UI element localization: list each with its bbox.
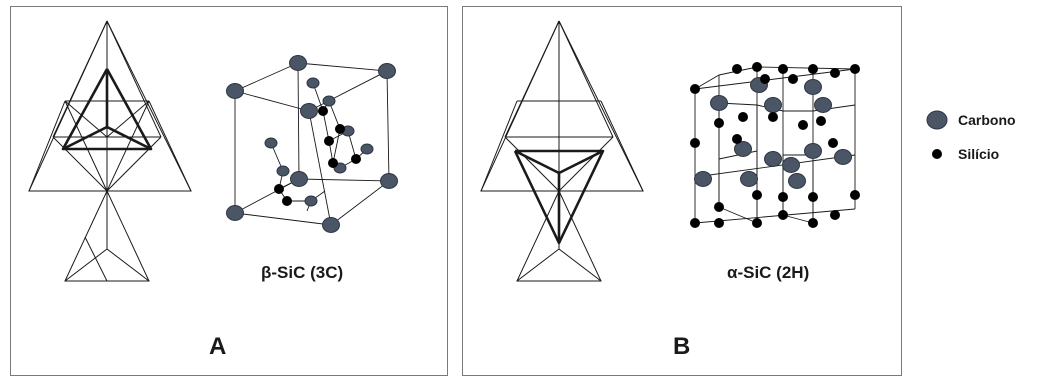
tetrahedra-stack-diagram-b: [480, 20, 644, 282]
cell-edge: [756, 66, 856, 70]
silicon-atom: [830, 210, 840, 220]
carbon-atom: [360, 143, 374, 155]
carbon-atom: [788, 173, 806, 189]
silicon-atom: [732, 64, 742, 74]
legend-label-silicon: Silício: [958, 146, 1000, 162]
cell-edge: [297, 62, 388, 72]
panel-a: β-SiC (3C) A: [10, 6, 448, 376]
cell-edge: [297, 62, 300, 180]
carbon-atom: [694, 171, 712, 187]
panel-b: α-SiC (2H) B: [462, 6, 902, 376]
carbon-atom: [710, 95, 728, 111]
bond-line: [332, 128, 341, 164]
carbon-atom: [380, 173, 398, 189]
legend: Carbono Silício: [926, 108, 1016, 176]
cell-edge: [234, 90, 310, 112]
silicon-atom: [778, 64, 788, 74]
silicon-atom: [690, 138, 700, 148]
cell-edge: [330, 180, 390, 226]
carbon-atom: [378, 63, 396, 79]
cell-edge: [718, 206, 758, 224]
carbon-atom: [764, 97, 782, 113]
silicon-atom: [335, 124, 345, 134]
silicon-atom: [282, 196, 292, 206]
silicon-atom: [830, 68, 840, 78]
panel-a-letter: A: [209, 333, 227, 360]
carbon-atom: [226, 83, 244, 99]
silicon-atom: [714, 118, 724, 128]
beta-sic-crystal-cell: [226, 55, 398, 233]
carbon-atom: [834, 149, 852, 165]
panel-b-letter: B: [673, 333, 691, 360]
silicon-atom: [828, 138, 838, 148]
carbon-atom: [289, 55, 307, 71]
silicon-atom: [760, 74, 770, 84]
carbon-atom: [300, 103, 318, 119]
legend-item-silicon: Silício: [926, 142, 1016, 166]
silicon-atom: [752, 190, 762, 200]
silicon-atom: [778, 210, 788, 220]
silicon-atom-icon: [932, 149, 942, 159]
silicon-atom: [732, 134, 742, 144]
silicon-atom: [808, 64, 818, 74]
carbon-atom: [306, 77, 320, 89]
silicon-atom: [788, 74, 798, 84]
cell-edge: [386, 70, 390, 182]
cell-edge: [298, 178, 390, 182]
carbon-atom: [804, 79, 822, 95]
silicon-atom: [351, 154, 361, 164]
carbon-atom-icon: [926, 110, 948, 130]
carbon-atom: [782, 157, 800, 173]
silicon-atom: [318, 106, 328, 116]
silicon-atom: [798, 120, 808, 130]
legend-item-carbon: Carbono: [926, 108, 1016, 132]
tetrahedra-stack-diagram-a: [28, 20, 192, 282]
bond-line: [322, 110, 330, 142]
panel-b-caption: α-SiC (2H): [727, 263, 810, 282]
silicon-atom: [850, 64, 860, 74]
silicon-atom: [328, 158, 338, 168]
panel-a-caption: β-SiC (3C): [261, 263, 344, 282]
carbon-atom: [264, 137, 278, 149]
silicon-atom: [714, 218, 724, 228]
cell-edge: [308, 70, 388, 112]
alpha-sic-crystal-cell: [690, 62, 860, 228]
silicon-atom: [752, 62, 762, 72]
silicon-atom: [274, 184, 284, 194]
cell-edge: [694, 68, 856, 90]
silicon-atom: [808, 192, 818, 202]
silicon-atom: [690, 218, 700, 228]
carbon-atom: [322, 217, 340, 233]
cell-edge: [234, 212, 332, 226]
carbon-atom: [734, 141, 752, 157]
carbon-atom: [290, 171, 308, 187]
carbon-atom: [322, 95, 336, 107]
carbon-atom: [304, 195, 318, 207]
silicon-atom: [778, 192, 788, 202]
silicon-atom: [816, 116, 826, 126]
carbon-atom: [276, 165, 290, 177]
legend-label-carbon: Carbono: [958, 112, 1016, 128]
silicon-atom: [850, 190, 860, 200]
carbon-atom: [226, 205, 244, 221]
silicon-atom: [324, 136, 334, 146]
cell-edge: [308, 110, 332, 226]
carbon-atom: [804, 143, 822, 159]
carbon-atom: [764, 151, 782, 167]
silicon-atom: [738, 112, 748, 122]
silicon-atom: [690, 84, 700, 94]
silicon-atom: [808, 218, 818, 228]
silicon-atom: [714, 202, 724, 212]
silicon-atom: [752, 218, 762, 228]
carbon-atom: [814, 97, 832, 113]
cell-edge: [782, 214, 814, 224]
carbon-atom: [740, 171, 758, 187]
silicon-atom: [768, 112, 778, 122]
cell-edge: [234, 62, 299, 92]
